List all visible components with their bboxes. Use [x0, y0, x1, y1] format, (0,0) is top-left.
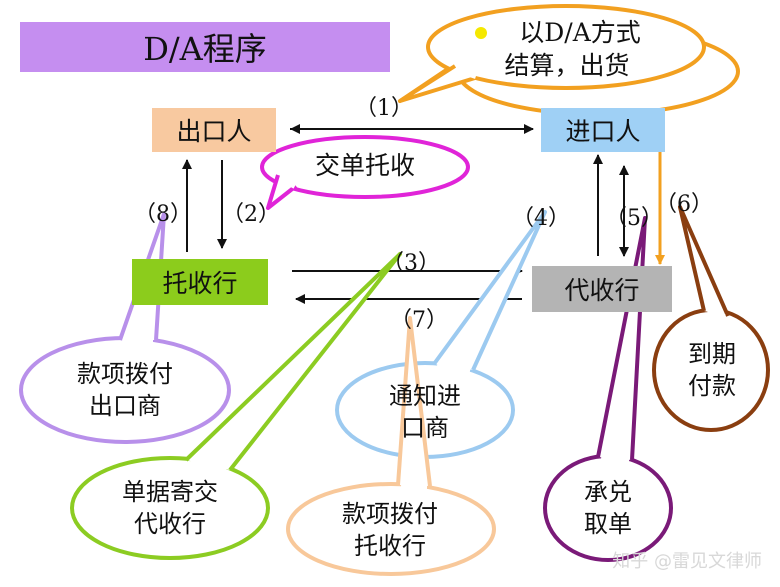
step-label-3: （3）: [382, 251, 440, 276]
callout-due-pay-line1: 到期: [688, 340, 736, 368]
step-label-8: （8）: [134, 202, 192, 227]
yellow-bullet-icon: [475, 27, 487, 39]
callout-settle-line1: 以D/A方式: [519, 18, 641, 47]
callout-pay-remitting-line1: 款项拨付: [342, 500, 438, 528]
callout-pay-exporter-line1: 款项拨付: [77, 360, 173, 388]
watermark: 知乎 @雷见文律师: [612, 551, 762, 572]
callout-send-docs: 单据寄交 代收行: [80, 476, 260, 540]
step-label-5: （5）: [605, 206, 663, 231]
callout-accept: 承兑 取单: [558, 476, 658, 540]
callout-pay-exporter: 款项拨付 出口商: [35, 358, 215, 422]
callout-pay-remitting-line2: 托收行: [354, 532, 426, 560]
callout-accept-line1: 承兑: [584, 478, 632, 506]
node-importer: 进口人: [541, 108, 665, 152]
callout-notify-importer: 通知进 口商: [340, 380, 510, 444]
step-label-4: （4）: [512, 206, 570, 231]
node-collecting-bank: 代收行: [532, 266, 672, 312]
step-label-6: （6）: [655, 192, 713, 217]
step-label-7: （7）: [390, 308, 448, 333]
step-label-1: （1）: [355, 96, 413, 121]
step-label-2: （2）: [222, 202, 280, 227]
callout-send-docs-line1: 单据寄交: [122, 478, 218, 506]
callout-due-pay-line2: 付款: [688, 372, 736, 400]
callout-settle-line2: 结算，出货: [504, 51, 630, 80]
node-remitting-bank: 托收行: [132, 259, 268, 305]
callout-send-docs-line2: 代收行: [134, 510, 206, 538]
node-exporter: 出口人: [152, 108, 276, 152]
page-title: D/A程序: [20, 22, 390, 72]
callout-pay-remitting: 款项拨付 托收行: [300, 498, 480, 562]
callout-docs-collection: 交单托收: [314, 151, 415, 180]
callout-due-payment: 到期 付款: [662, 338, 762, 402]
callout-settle: 以D/A方式 结算，出货: [462, 16, 672, 82]
callout-pay-exporter-line2: 出口商: [89, 392, 161, 420]
callout-notify-line1: 通知进: [389, 382, 461, 410]
callout-accept-line2: 取单: [584, 510, 632, 538]
callout-notify-line2: 口商: [401, 414, 449, 442]
